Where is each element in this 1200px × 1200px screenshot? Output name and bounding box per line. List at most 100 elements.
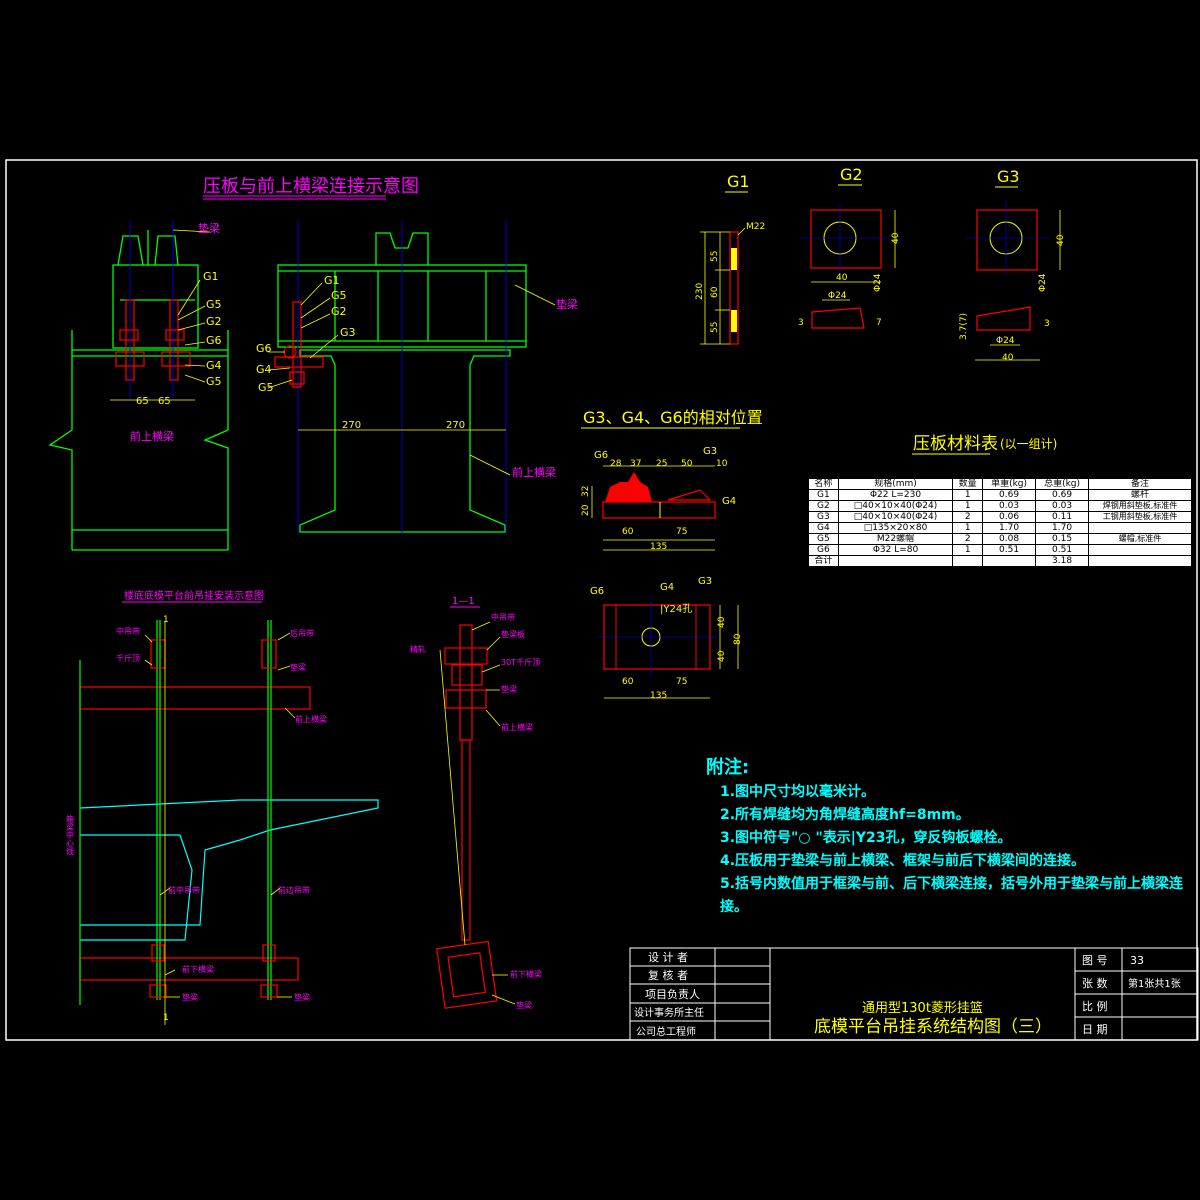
g2-detail: G2 40 40 Φ24 Φ24 3 7	[798, 165, 901, 329]
label-g3-right: G3	[340, 326, 356, 339]
rp-25: 25	[656, 459, 667, 469]
notes: 附注: 1.图中尺寸均以毫米计。 2.所有焊缝均为角焊缝高度hf=8mm。 3.…	[706, 755, 1200, 915]
material-table-note: (以一组计)	[1000, 437, 1057, 451]
sec-d: 垫梁	[501, 684, 517, 694]
sec-a: 中吊带	[491, 612, 515, 622]
label-g4-left: G4	[206, 359, 222, 372]
sec-f: 精轧	[410, 644, 426, 654]
role-3: 设计事务所主任	[634, 1006, 704, 1019]
inst-zhong: 箱梁中心线	[66, 814, 75, 855]
note-item: 2.所有焊缝均为角焊缝高度hf=8mm。	[720, 807, 970, 823]
label-dianliang-right: 垫梁	[556, 297, 578, 311]
g3-title: G3	[997, 167, 1020, 186]
inst-qianjinding: 千斤顶	[116, 653, 140, 663]
inst-1a: 1	[163, 615, 169, 625]
g2-phi24: Φ24	[873, 273, 883, 292]
g2-phi24b: Φ24	[828, 291, 847, 301]
g3-phi24: Φ24	[1038, 273, 1048, 292]
g3-dim-40: 40	[1056, 234, 1066, 246]
dim-270a: 270	[342, 420, 361, 431]
mt-header-3: 单重(kg)	[982, 478, 1037, 490]
section-title: 1—1	[452, 596, 475, 607]
dim-270b: 270	[446, 420, 465, 431]
rp-37: 37	[630, 459, 641, 469]
project-name: 通用型130t菱形挂篮	[862, 1001, 983, 1016]
note-item: 5.括号内数值用于框梁与前、后下横梁连接，括号外用于垫梁与前上横梁连接。	[720, 876, 1184, 915]
label-g2-left: G2	[206, 315, 222, 328]
rp-32: 32	[581, 486, 591, 497]
g3-dim-3: 3	[1044, 319, 1050, 329]
note-item: 4.压板用于垫梁与前上横梁、框架与前后下横梁间的连接。	[720, 853, 1086, 869]
rp-20: 20	[581, 504, 591, 516]
label-qianshang-right: 前上横梁	[512, 465, 556, 479]
g1-dim-60: 60	[710, 286, 720, 298]
inst-dianliang3: 垫梁	[294, 992, 310, 1002]
mt-header-5: 备注	[1088, 478, 1192, 490]
inst-qianxia: 前下横梁	[182, 964, 214, 974]
label-g1-left: G1	[203, 270, 219, 283]
section-view: 1—1 中吊带 垫梁板 30T千斤顶 垫梁 前上横梁 精轧 前下	[410, 596, 542, 1010]
rp-28: 28	[610, 459, 622, 469]
label-dianliang-top: 垫梁	[198, 221, 220, 235]
mt-header-2: 数量	[952, 478, 984, 490]
sec-c: 30T千斤顶	[501, 657, 540, 667]
label-g5b-left: G5	[206, 375, 222, 388]
g1-detail: G1 M22 230 55 60 55	[695, 172, 765, 345]
rp-g3: G3	[703, 446, 717, 457]
rp-75: 75	[676, 527, 687, 537]
inst-biandiao: 后吊带	[290, 628, 314, 638]
role-1: 复 核 者	[648, 968, 688, 982]
rp-60: 60	[622, 527, 634, 537]
material-table-header: 名称 规格(mm) 数量 单重(kg) 总重(kg) 备注	[808, 478, 1192, 490]
g2-dim-40b: 40	[891, 232, 901, 244]
g1-dim-55a: 55	[710, 251, 720, 262]
dim-65a: 65	[136, 396, 149, 407]
title-block-text: 设 计 者 复 核 者 项目负责人 设计事务所主任 公司总工程师 通用型130t…	[634, 951, 1181, 1038]
role-2: 项目负责人	[645, 987, 700, 1001]
g3-dim-37: 3.7(7)	[959, 313, 969, 340]
label-g4-right: G4	[256, 363, 272, 376]
sec-h: 垫梁	[516, 1000, 532, 1010]
mt-header-4: 总重(kg)	[1035, 478, 1090, 490]
relative-pos-title: G3、G4、G6的相对位置	[583, 408, 763, 427]
inst-1b: 1	[163, 1013, 169, 1023]
g1-dim-230: 230	[695, 283, 705, 300]
rp-135: 135	[650, 542, 667, 552]
pl-40b: 40	[717, 650, 727, 662]
pl-g6: G6	[590, 586, 604, 597]
note-item: 1.图中尺寸均以毫米计。	[720, 784, 876, 800]
rp-g4: G4	[722, 496, 736, 507]
mt-header-0: 名称	[808, 478, 839, 490]
pl-40a: 40	[717, 616, 727, 628]
label-g5-left: G5	[206, 298, 222, 311]
label-g6-right: G6	[256, 342, 272, 355]
main-view-title: 压板与前上横梁连接示意图	[203, 176, 419, 197]
meta-value-1: 第1张共1张	[1128, 977, 1181, 990]
g2-dim-7: 7	[876, 318, 882, 328]
g2-dim-3: 3	[798, 318, 804, 328]
label-g6-left: G6	[206, 334, 222, 347]
mt-header-1: 规格(mm)	[837, 478, 954, 490]
meta-label-2: 比 例	[1082, 999, 1108, 1013]
role-4: 公司总工程师	[636, 1025, 696, 1038]
inst-qianshang: 前上横梁	[295, 714, 327, 724]
drawing-frame	[5, 159, 1198, 1041]
label-g5b-right: G5	[258, 381, 274, 394]
pl-g3: G3	[698, 576, 712, 587]
side-view-bolts	[115, 299, 191, 381]
meta-value-0: 33	[1130, 954, 1144, 967]
meta-label-0: 图 号	[1082, 954, 1108, 967]
install-title: 楼底底模平台前吊挂安装示意图	[124, 589, 264, 602]
pl-g4: G4	[660, 582, 674, 593]
g1-title: G1	[727, 172, 750, 191]
pl-135: 135	[650, 691, 667, 701]
inst-qianbian: 前边吊带	[278, 885, 310, 895]
drawing-title: 底模平台吊挂系统结构图（三）	[814, 1017, 1052, 1037]
material-table-title: 压板材料表	[913, 434, 998, 454]
label-g5-right: G5	[331, 289, 347, 302]
rp-g6: G6	[594, 450, 608, 461]
sec-b: 垫梁板	[501, 629, 525, 639]
